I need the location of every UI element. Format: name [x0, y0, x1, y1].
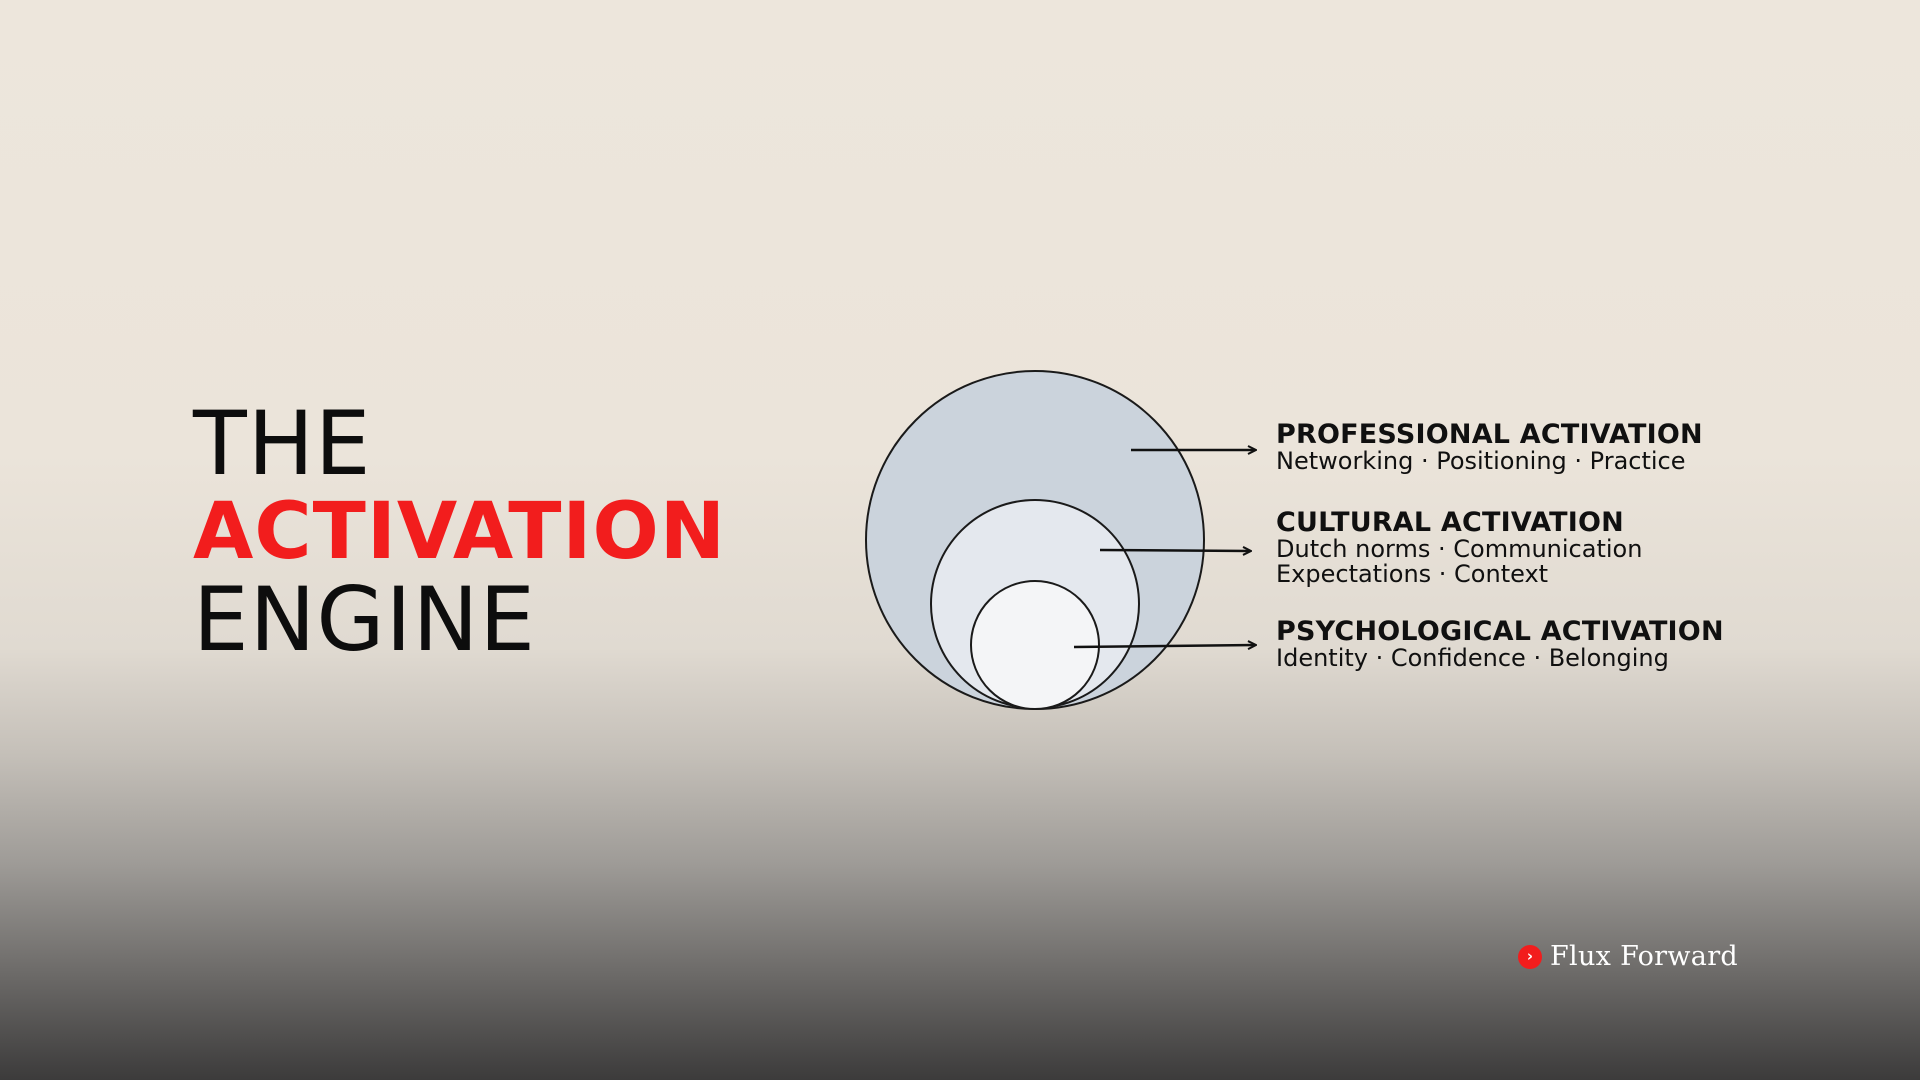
- title-line-activation: ACTIVATION: [193, 487, 727, 577]
- chevron-right-icon: ›: [1518, 944, 1542, 969]
- layer-psychological: PSYCHOLOGICAL ACTIVATION Identity · Conf…: [1276, 617, 1724, 671]
- inner-circle-psychological: [970, 580, 1100, 710]
- brand-name: Flux Forward: [1550, 941, 1738, 972]
- arrow-cultural: [1099, 550, 1250, 551]
- brand-logo: › Flux Forward: [1518, 941, 1738, 972]
- layer-subtitle-psychological: Identity · Confidence · Belonging: [1276, 644, 1669, 672]
- layer-professional: PROFESSIONAL ACTIVATION Networking · Pos…: [1276, 420, 1703, 474]
- layer-heading-cultural: CULTURAL ACTIVATION: [1276, 507, 1624, 538]
- page-title: THE ACTIVATION ENGINE: [193, 400, 726, 664]
- layer-heading-professional: PROFESSIONAL ACTIVATION: [1276, 419, 1703, 450]
- layer-cultural: CULTURAL ACTIVATION Dutch norms · Commun…: [1276, 508, 1642, 587]
- arrow-psychological: [1073, 645, 1255, 647]
- layer-subtitle-cultural-1: Dutch norms · Communication: [1276, 535, 1643, 563]
- layer-subtitle-cultural-2: Expectations · Context: [1276, 560, 1549, 588]
- title-line-the: THE: [193, 392, 372, 495]
- layer-heading-psychological: PSYCHOLOGICAL ACTIVATION: [1276, 616, 1724, 647]
- title-line-engine: ENGINE: [193, 568, 537, 671]
- layer-subtitle-professional: Networking · Positioning · Practice: [1276, 447, 1686, 475]
